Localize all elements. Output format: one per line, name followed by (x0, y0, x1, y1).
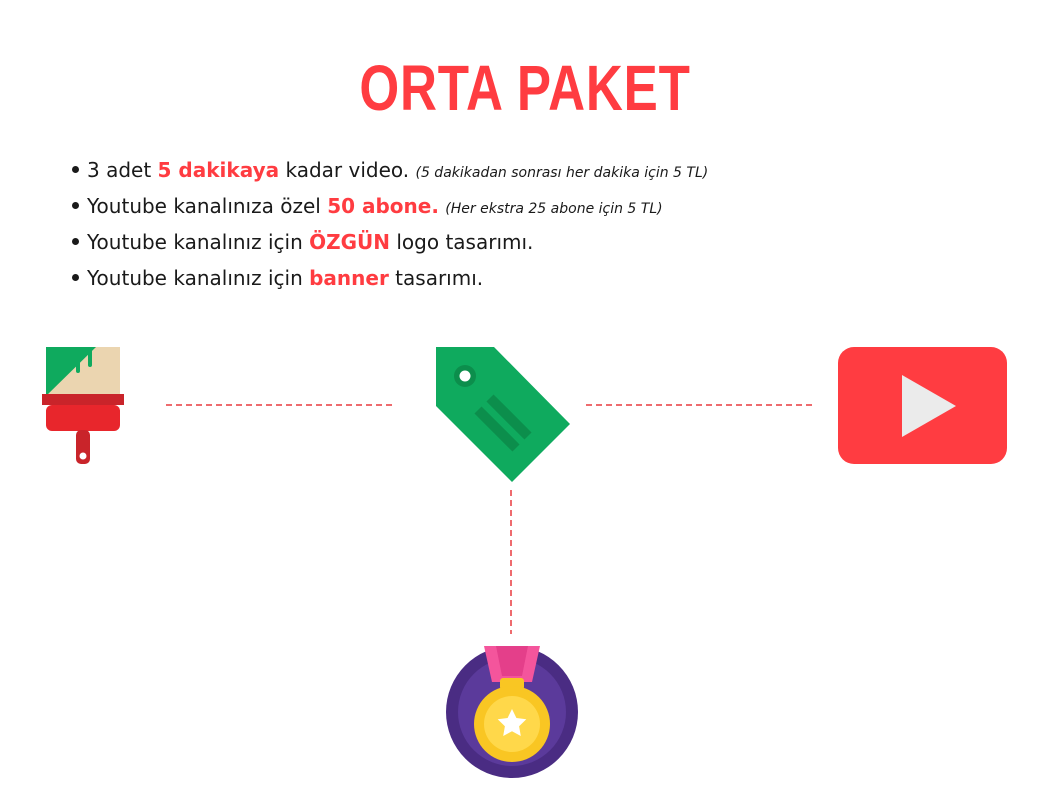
feature-highlight: 5 dakikaya (157, 158, 280, 182)
paintbrush-icon (42, 347, 124, 464)
bullet-icon (72, 274, 79, 281)
feature-list: 3 adet 5 dakikaya kadar video. (5 dakika… (72, 152, 708, 296)
connector-line-left (166, 404, 392, 406)
feature-item-video: 3 adet 5 dakikaya kadar video. (5 dakika… (72, 152, 708, 188)
feature-text: Youtube kanalınıza özel (87, 194, 328, 218)
bullet-icon (72, 166, 79, 173)
price-tag-icon (436, 347, 570, 482)
feature-highlight: 50 abone. (327, 194, 439, 218)
feature-text: tasarımı. (388, 266, 484, 290)
feature-item-subscribers: Youtube kanalınıza özel 50 abone. (Her e… (72, 188, 708, 224)
feature-highlight: ÖZGÜN (309, 230, 391, 254)
feature-highlight: banner (309, 266, 389, 290)
feature-text: logo tasarımı. (390, 230, 534, 254)
feature-text: kadar video. (279, 158, 410, 182)
connector-line-right (586, 404, 812, 406)
youtube-play-icon (838, 347, 1007, 464)
feature-text: Youtube kanalınız için (87, 230, 310, 254)
feature-item-logo: Youtube kanalınız için ÖZGÜN logo tasarı… (72, 224, 708, 260)
bullet-icon (72, 238, 79, 245)
feature-text: Youtube kanalınız için (87, 266, 310, 290)
feature-item-banner: Youtube kanalınız için banner tasarımı. (72, 260, 708, 296)
feature-note: (5 dakikadan sonrası her dakika için 5 T… (415, 165, 709, 181)
page-title: ORTA PAKET (359, 52, 691, 124)
bullet-icon (72, 202, 79, 209)
feature-text: 3 adet (87, 158, 158, 182)
medal-icon (446, 646, 578, 778)
feature-note: (Her ekstra 25 abone için 5 TL) (445, 201, 663, 217)
connector-line-down (510, 490, 512, 634)
